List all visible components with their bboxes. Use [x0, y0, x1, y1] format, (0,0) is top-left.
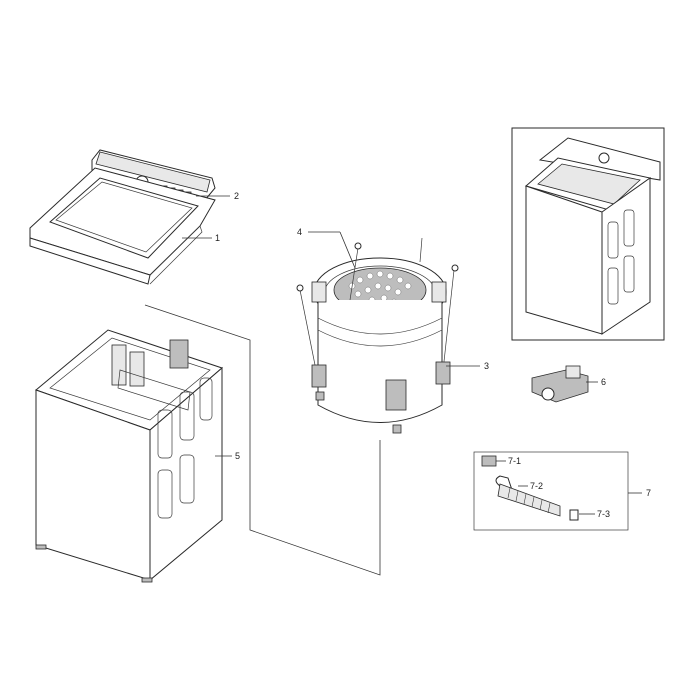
- assembled-washer-reference: [511, 127, 665, 341]
- callout-5: 5: [235, 451, 240, 461]
- callout-6: 6: [601, 377, 606, 387]
- top-cover-assembly: [29, 149, 216, 285]
- callout-4: 4: [297, 227, 302, 237]
- callout-7-1: 7-1: [508, 456, 521, 466]
- drain-hose-kit: [481, 455, 579, 521]
- callout-2: 2: [234, 191, 239, 201]
- callout-1: 1: [215, 233, 220, 243]
- callout-7-2: 7-2: [530, 481, 543, 491]
- water-valve: [531, 365, 589, 403]
- callout-7: 7: [646, 488, 651, 498]
- callout-7-3: 7-3: [597, 509, 610, 519]
- callout-3: 3: [484, 361, 489, 371]
- tub-assembly: [296, 237, 459, 434]
- cabinet: [35, 329, 223, 583]
- drain-kit-frame: [473, 451, 629, 531]
